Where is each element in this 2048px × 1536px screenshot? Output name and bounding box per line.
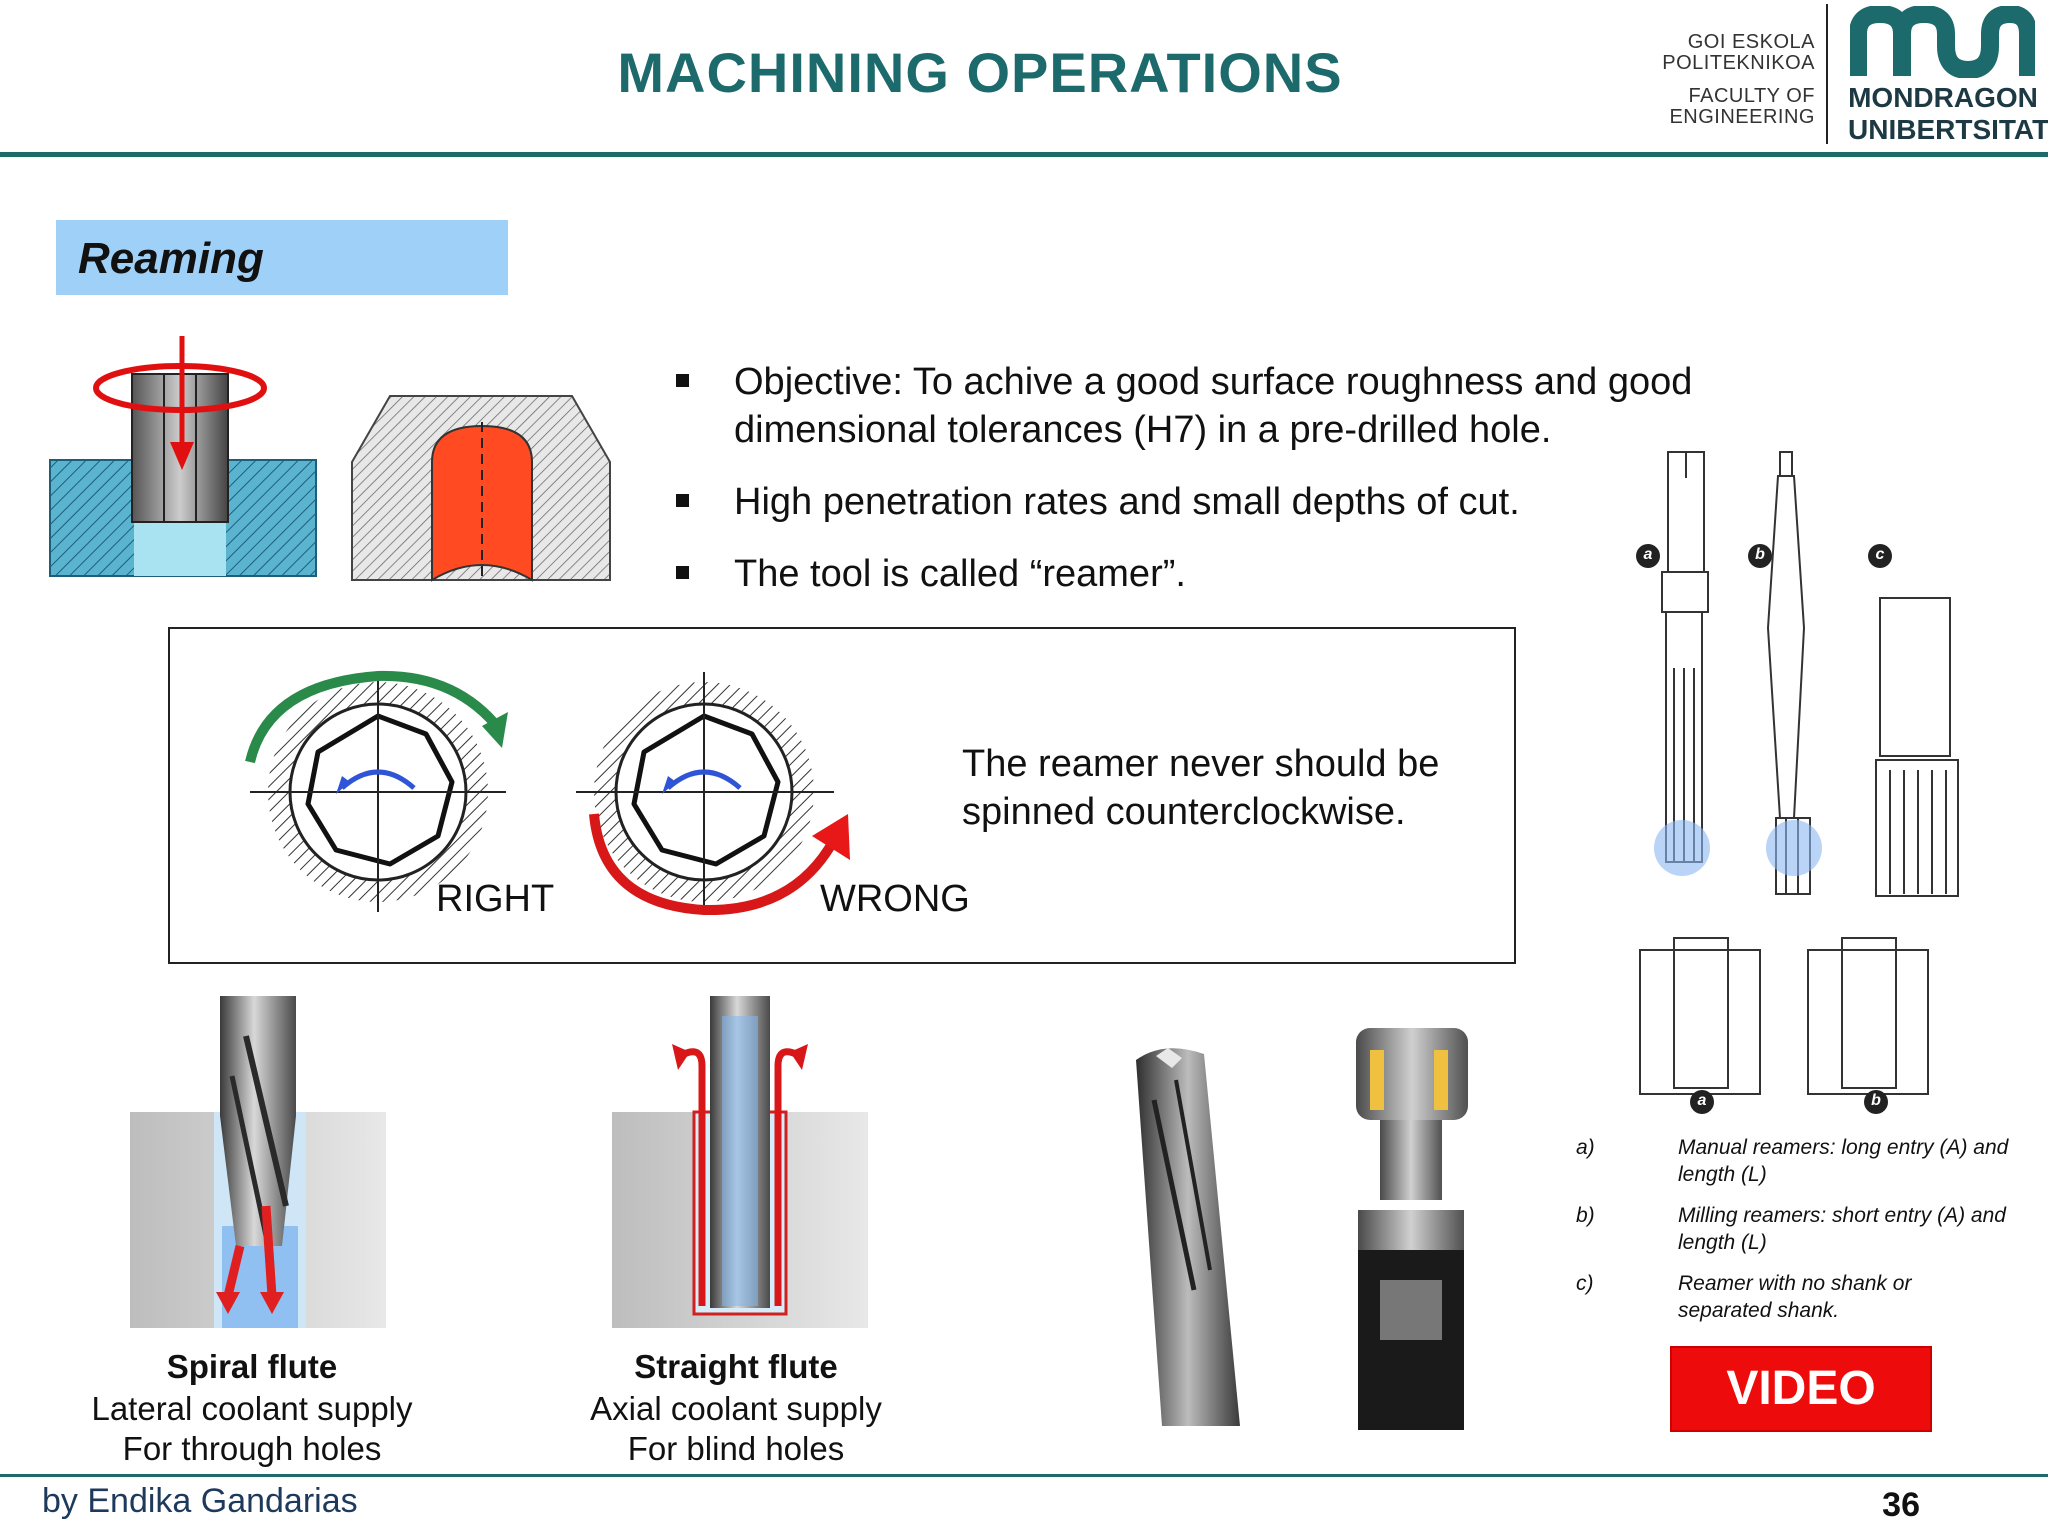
bullet-list: Objective: To achive a good surface roug… [668, 358, 1768, 622]
video-button[interactable]: VIDEO [1670, 1346, 1932, 1432]
section-heading: Reaming [56, 220, 508, 295]
logo-faculty-line: ENGINEERING [1669, 106, 1815, 128]
rotation-note: The reamer never should be spinned count… [962, 743, 1440, 833]
drawing-badge-a: a [1643, 546, 1653, 563]
bullet-item: High penetration rates and small depths … [668, 478, 1768, 526]
legend-key-a: a) [1576, 1136, 1595, 1159]
logo-university-line: UNIBERTSITATEA [1848, 114, 2048, 145]
footer-divider [0, 1474, 2048, 1477]
wrong-label: WRONG [820, 878, 970, 920]
legend-text-c: Reamer with no shank or separated shank. [1678, 1272, 1912, 1322]
reamed-hole-illustration [351, 395, 611, 582]
logo-separator [1826, 4, 1828, 144]
reamer-in-workpiece-illustration [49, 336, 317, 577]
right-label: RIGHT [436, 878, 555, 920]
bullet-square [676, 374, 689, 387]
bullet-text: Objective: To achive a good surface roug… [734, 361, 1693, 451]
rotation-direction-box [168, 627, 1516, 964]
reamer-wrong-rotation-icon [576, 672, 850, 916]
bullet-text: High penetration rates and small depths … [734, 481, 1520, 523]
logo-faculty-line: FACULTY OF [1688, 85, 1815, 107]
logo-school-line: GOI ESKOLA [1687, 31, 1815, 53]
drawing-badge-c: c [1875, 546, 1885, 563]
spiral-flute-use: For through holes [122, 1430, 382, 1467]
spiral-flute-title: Spiral flute [166, 1348, 338, 1385]
legend-text-b: Milling reamers: short entry (A) and len… [1678, 1204, 2006, 1254]
bullet-text: The tool is called “reamer”. [734, 553, 1186, 595]
bullet-square [676, 494, 689, 507]
page-number: 36 [1882, 1486, 1920, 1524]
section-title: Reaming [78, 234, 264, 283]
mondragon-logo-icon [1850, 6, 2035, 78]
logo-university-line: MONDRAGON [1848, 82, 2038, 113]
straight-flute-title: Straight flute [634, 1348, 838, 1385]
page-title: MACHINING OPERATIONS [617, 41, 1343, 104]
header-divider [0, 152, 2048, 157]
drawing-badge-a-bottom: a [1697, 1092, 1707, 1109]
reamer-types-technical-drawing [1636, 451, 1959, 1114]
modular-reamer-head-photo [1356, 1028, 1468, 1430]
bullet-item: Objective: To achive a good surface roug… [668, 358, 1768, 454]
legend-text-a: Manual reamers: long entry (A) and lengt… [1678, 1136, 2009, 1186]
drawing-badge-b-bottom: b [1871, 1092, 1881, 1109]
bullet-square [676, 566, 689, 579]
straight-flute-reamer-image [612, 996, 868, 1328]
bullet-item: The tool is called “reamer”. [668, 550, 1768, 598]
solid-reamer-photo [1136, 1048, 1240, 1426]
legend-key-b: b) [1576, 1204, 1595, 1227]
spiral-flute-coolant: Lateral coolant supply [91, 1390, 413, 1427]
logo-school-line: POLITEKNIKOA [1662, 52, 1815, 74]
drawing-badge-b: b [1755, 546, 1765, 563]
legend-key-c: c) [1576, 1272, 1594, 1295]
footer-author: by Endika Gandarias [42, 1482, 358, 1520]
straight-flute-use: For blind holes [627, 1430, 845, 1467]
reamer-right-rotation-icon [245, 670, 508, 912]
spiral-flute-reamer-image [130, 996, 386, 1328]
straight-flute-coolant: Axial coolant supply [590, 1390, 882, 1427]
